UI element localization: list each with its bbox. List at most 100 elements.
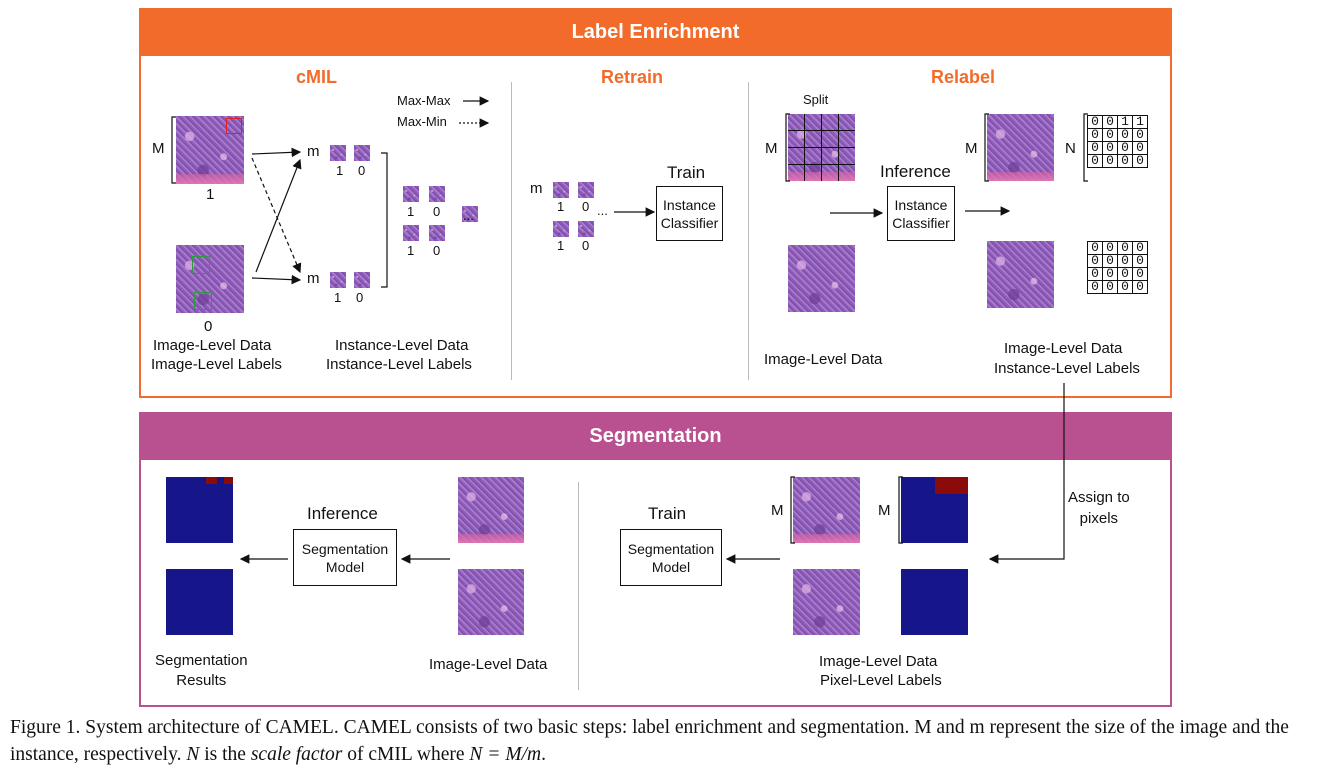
instance-level-data-text: Instance-Level Data [335, 337, 469, 354]
label-M: M [878, 502, 891, 519]
bracket-M [785, 113, 790, 182]
caption-formula: N = M/m [469, 744, 542, 765]
instance-label-1: 1 [557, 238, 565, 253]
tissue-image-pixel-neg [793, 569, 860, 635]
assign-to-pixels-text: Assign to pixels [1068, 489, 1130, 527]
train-label: Train [667, 163, 706, 182]
retrain-title: Retrain [601, 67, 664, 87]
tissue-image-relabel-negative-out [987, 241, 1054, 308]
bracket-M [898, 476, 903, 544]
split-grid [788, 114, 855, 181]
instance-patch [354, 145, 370, 161]
tumor-region [224, 477, 233, 484]
bracket-M [171, 116, 176, 184]
tissue-image-relabel [987, 114, 1054, 181]
instance-patch [403, 186, 419, 202]
train-label: Train [648, 504, 687, 523]
green-instance-box [194, 292, 212, 310]
caption-end: . [541, 744, 546, 765]
instance-label-0: 0 [582, 238, 590, 253]
instance-patch [429, 225, 445, 241]
label-m: m [530, 180, 543, 197]
label-N: N [1065, 140, 1076, 157]
label-M: M [771, 502, 784, 519]
ellipsis: ... [463, 208, 474, 223]
instance-label-0: 0 [582, 199, 590, 214]
legend-max-min: Max-Min [397, 114, 447, 129]
segmentation-title: Segmentation [139, 412, 1172, 460]
pixel-label-mask-negative [901, 569, 968, 635]
image-level-data-text: Image-Level Data [819, 653, 938, 670]
tumor-region [935, 477, 968, 494]
instance-patch [462, 206, 478, 222]
tissue-image-seg-input [458, 477, 524, 543]
label-M: M [152, 140, 165, 157]
instance-patch [330, 272, 346, 288]
divider-line [748, 82, 749, 380]
tissue-image-relabel-negative-in [788, 245, 855, 312]
figure-caption: Figure 1. System architecture of CAMEL. … [10, 714, 1315, 768]
tumor-region [206, 477, 217, 484]
instance-patch [553, 221, 569, 237]
green-instance-box [192, 256, 210, 274]
segmentation-model-infer-box: Segmentation Model [293, 529, 397, 586]
bracket-M [790, 476, 795, 544]
label-0: 0 [204, 318, 213, 335]
instance-label-0: 0 [433, 204, 441, 219]
segmentation-result-negative [166, 569, 233, 635]
caption-part3: of cMIL where [342, 744, 470, 765]
segmentation-result-positive [166, 477, 233, 543]
instance-label-1: 1 [407, 204, 415, 219]
arrow-max-min-neg [255, 158, 302, 273]
segmentation-model-train-box: Segmentation Model [620, 529, 722, 586]
ellipsis: ... [597, 203, 608, 218]
label-m: m [307, 270, 320, 287]
inference-label: Inference [307, 504, 378, 523]
instance-classifier-box-relabel: Instance Classifier [887, 186, 955, 241]
instance-label-0: 0 [433, 243, 441, 258]
arrow-max-max-pos [251, 147, 302, 158]
tissue-image-pixel [793, 477, 860, 543]
instance-patch [553, 182, 569, 198]
label-M: M [965, 140, 978, 157]
instance-label-1: 1 [336, 163, 344, 178]
bracket-M [984, 113, 989, 182]
cmil-title: cMIL [296, 67, 338, 87]
divider-line [511, 82, 512, 380]
caption-part1: Figure 1. System architecture of CAMEL. … [10, 717, 1289, 765]
image-level-labels-text: Image-Level Labels [151, 356, 282, 373]
image-level-data-text: Image-Level Data [153, 337, 272, 354]
instance-label-0: 0 [356, 290, 364, 305]
segmentation-results-text: Segmentation Results [155, 652, 248, 689]
label-m: m [307, 143, 320, 160]
inference-label: Inference [880, 162, 951, 181]
tissue-image-negative [176, 245, 244, 313]
label-enrichment-title: Label Enrichment [139, 8, 1172, 56]
instance-patch [429, 186, 445, 202]
instance-patch [403, 225, 419, 241]
instance-patch [354, 272, 370, 288]
tissue-image-positive [176, 116, 244, 185]
instance-level-labels-text: Instance-Level Labels [326, 356, 472, 373]
arrow-max-min-pos [251, 157, 302, 274]
instance-patch [578, 221, 594, 237]
relabel-title: Relabel [931, 67, 996, 87]
instance-patch [578, 182, 594, 198]
bracket-instances [381, 152, 388, 288]
red-instance-box [226, 118, 242, 134]
label-1: 1 [206, 186, 215, 203]
instance-patch [330, 145, 346, 161]
tissue-image-seg-input-neg [458, 569, 524, 635]
instance-label-1: 1 [407, 243, 415, 258]
instance-label-0: 0 [358, 163, 366, 178]
instance-label-1: 1 [557, 199, 565, 214]
arrow-assign-to-pixels [988, 383, 1065, 564]
label-M: M [765, 140, 778, 157]
caption-N: N [186, 744, 200, 765]
instance-classifier-box: Instance Classifier [656, 186, 723, 241]
caption-scale-factor: scale factor [250, 744, 343, 765]
arrow-max-max-neg [251, 274, 302, 285]
